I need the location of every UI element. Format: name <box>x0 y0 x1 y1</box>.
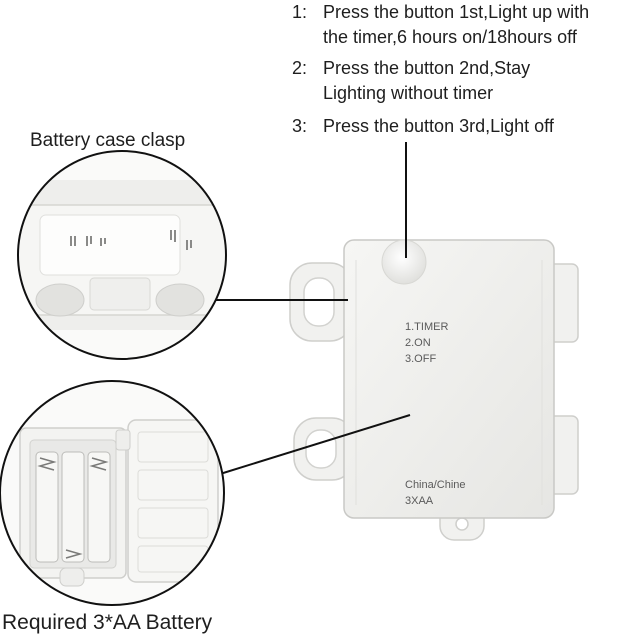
instruction-line: Press the button 1st,Light up with <box>323 2 590 22</box>
instruction-number: 2: <box>292 58 308 78</box>
case-mode-1: 1.TIMER <box>405 321 449 333</box>
instruction-line: Press the button 3rd,Light off <box>323 116 554 136</box>
battery-label: Required 3*AA Battery <box>2 611 213 634</box>
case-mode-3: 3.OFF <box>405 353 437 365</box>
case-mode-2: 2.ON <box>405 337 431 349</box>
instruction-line: Press the button 2nd,Stay <box>323 58 531 78</box>
instruction-line: Lighting without timer <box>323 83 494 103</box>
instruction-number: 1: <box>292 2 308 22</box>
instruction-number: 3: <box>292 116 308 136</box>
battery-compartment-closeup <box>0 380 225 606</box>
clasp-label: Battery case clasp <box>30 130 186 151</box>
battery-case <box>289 239 579 541</box>
instruction-line: the timer,6 hours on/18hours off <box>323 27 577 47</box>
battery-pointer-line <box>219 414 411 475</box>
clasp-closeup <box>17 150 227 360</box>
case-origin: China/Chine <box>405 479 466 491</box>
case-battery-spec: 3XAA <box>405 495 434 507</box>
